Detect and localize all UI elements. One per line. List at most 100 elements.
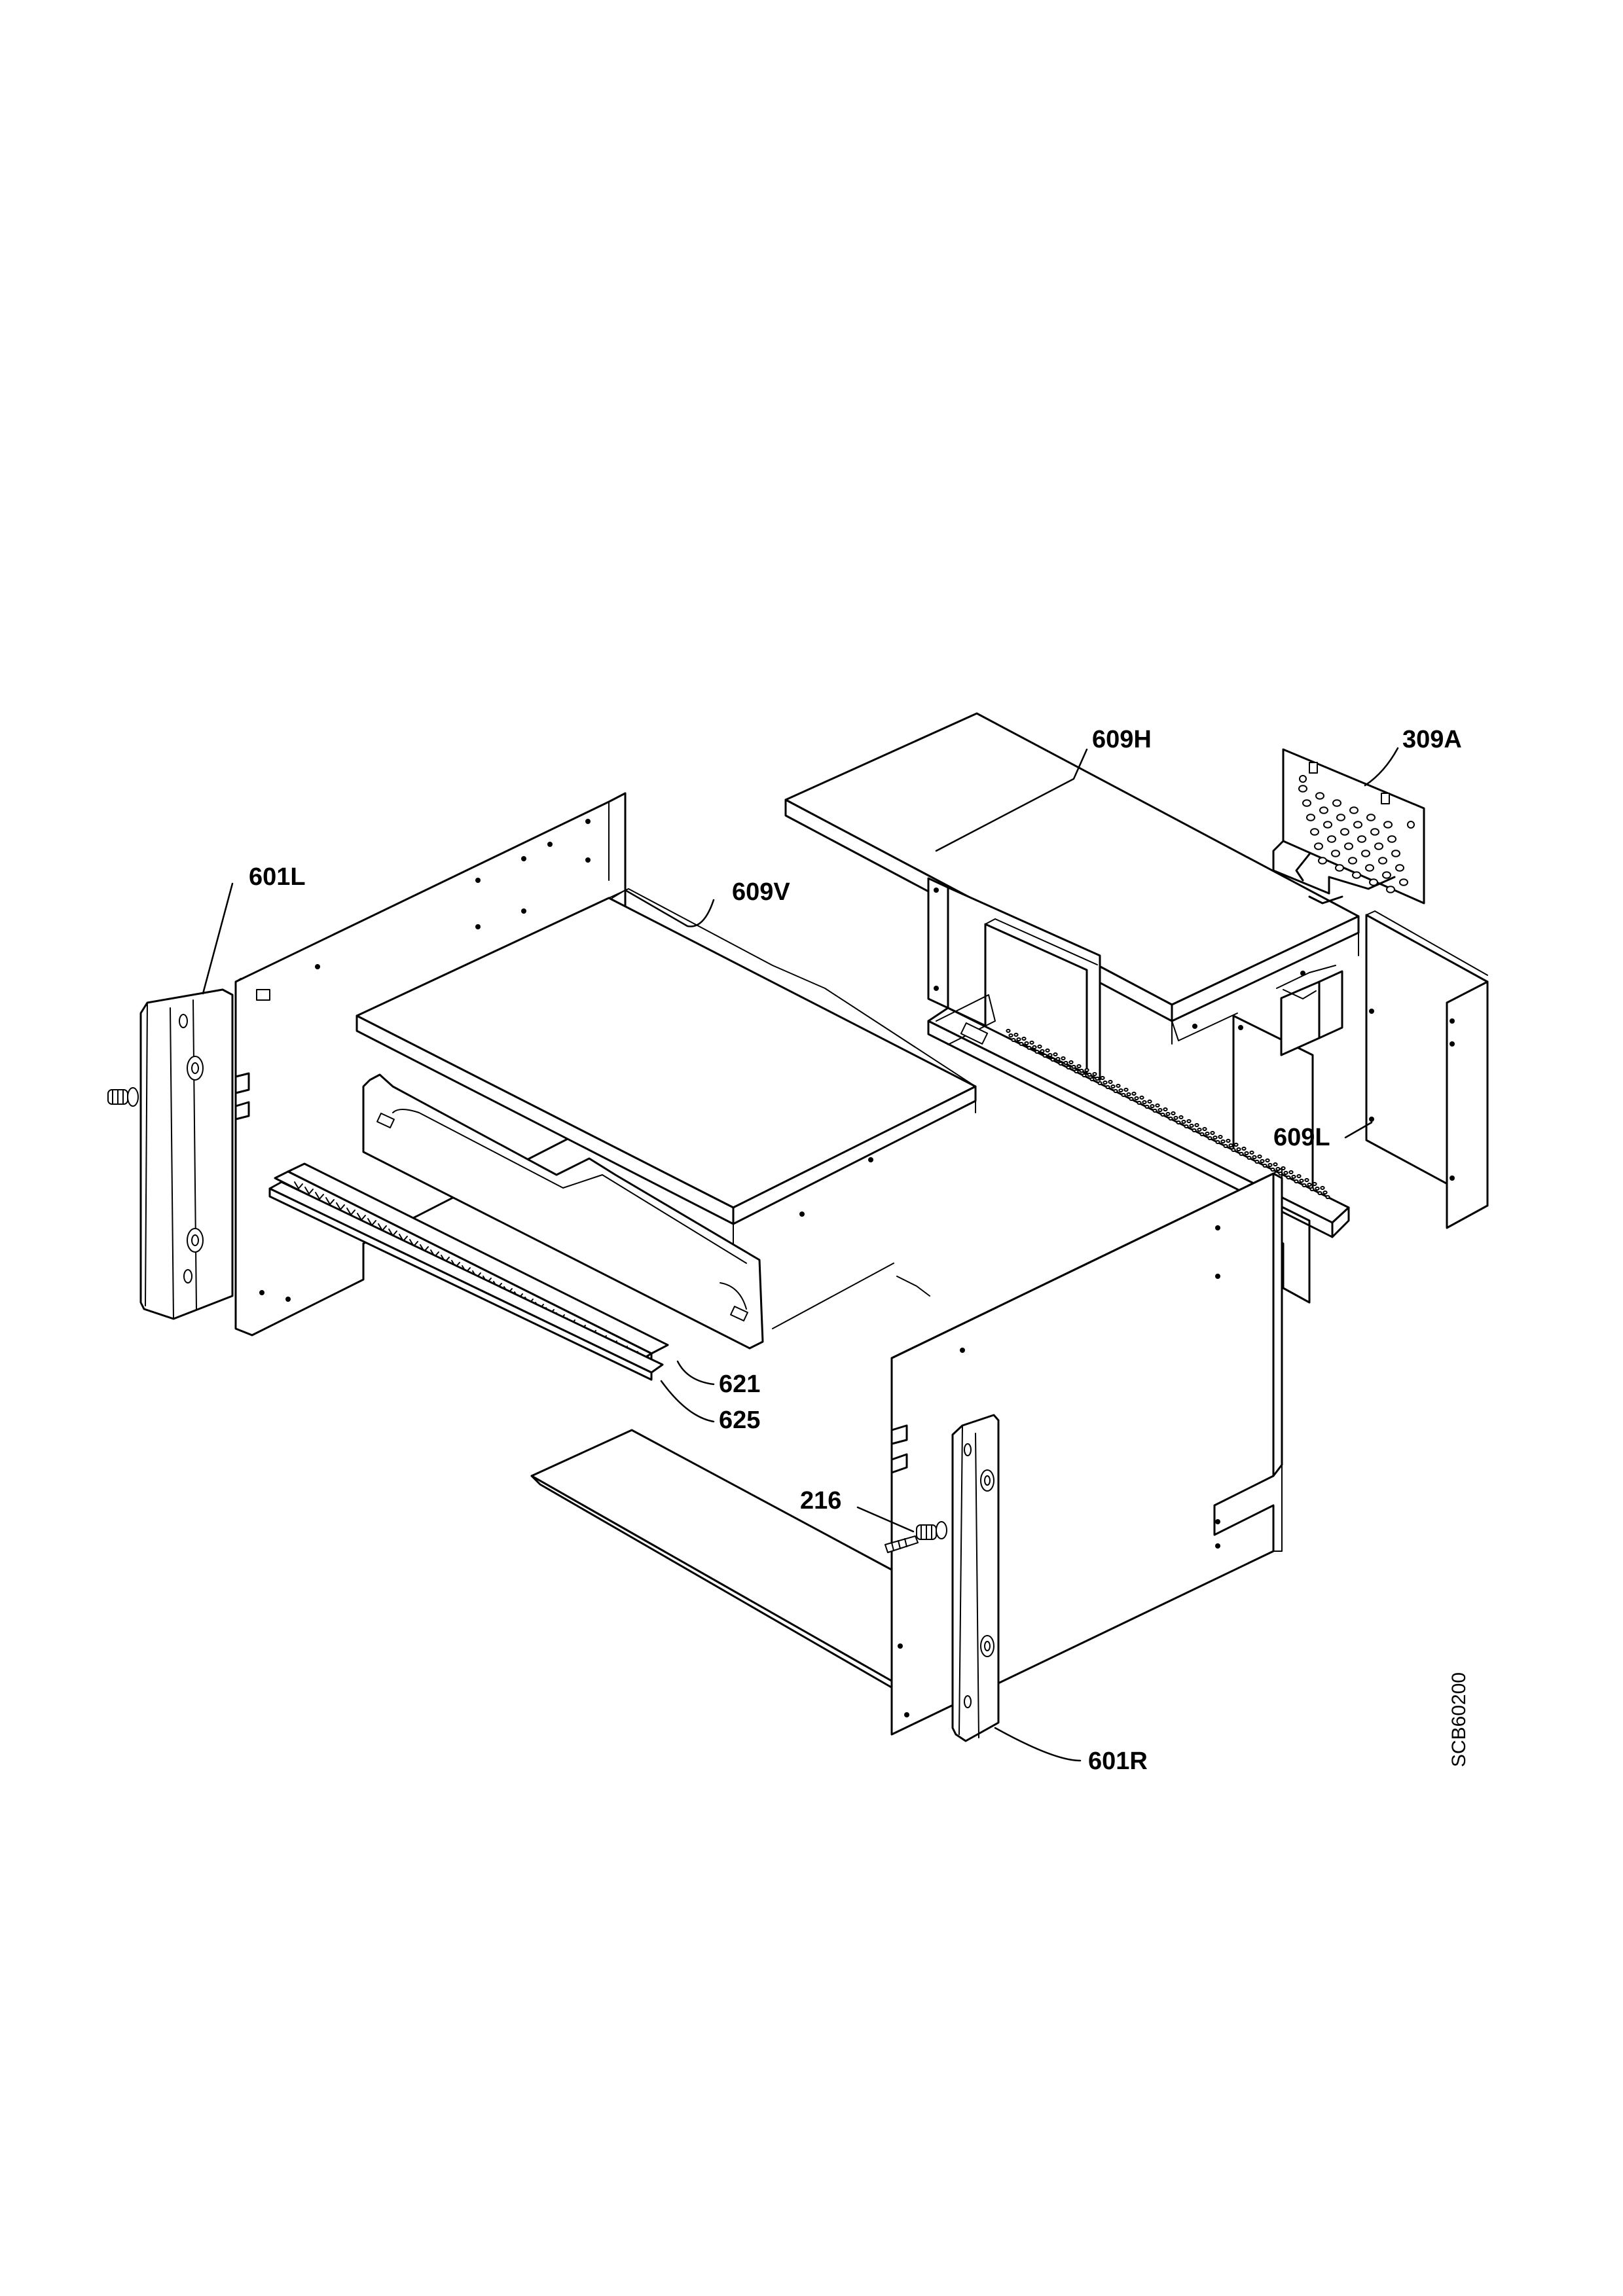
perforation-hole (1184, 1124, 1189, 1129)
perforation-hole (1100, 1075, 1105, 1081)
perforation-hole (1129, 1096, 1134, 1102)
perforation-hole (1314, 842, 1323, 850)
perforation-hole (1192, 1128, 1197, 1133)
perforation-hole (1048, 1052, 1053, 1058)
perforation-hole (1352, 871, 1361, 879)
perforation-hole (1089, 1077, 1095, 1082)
perforation-hole (1013, 1032, 1019, 1037)
leader-lines (202, 747, 1399, 1762)
perforation-hole (1291, 1174, 1296, 1179)
perforation-hole (1186, 1119, 1192, 1124)
perforation-hole (1137, 1100, 1142, 1105)
perforation-hole (1315, 792, 1324, 800)
perforation-hole (1322, 1190, 1328, 1195)
perforation-hole (1249, 1150, 1254, 1155)
label-216: 216 (800, 1487, 841, 1515)
rail-tooth (304, 1187, 314, 1194)
perforation-hole (1121, 1092, 1126, 1098)
part-609V-shelf (356, 888, 977, 1251)
perforation-hole (1348, 857, 1357, 865)
perforation-hole (1369, 878, 1378, 886)
perforation-hole (1331, 850, 1340, 857)
perforation-hole (1286, 1175, 1291, 1180)
perforation-hole (1318, 857, 1327, 865)
perforation-hole (1317, 1191, 1322, 1196)
perforation-hole (1147, 1099, 1152, 1104)
perforation-hole (1299, 1178, 1304, 1183)
perforation-hole (1233, 1142, 1239, 1147)
label-601R: 601R (1088, 1748, 1148, 1775)
perforation-hole (1335, 864, 1344, 872)
label-309A: 309A (1402, 726, 1462, 753)
perforation-hole (1327, 835, 1336, 843)
part-601R-bracket (951, 1414, 1000, 1742)
perforation-hole (1270, 1167, 1275, 1172)
perforation-hole (1228, 1143, 1233, 1148)
perforation-hole (1034, 1049, 1040, 1054)
perforation-hole (1171, 1111, 1176, 1116)
perforation-hole (1223, 1143, 1228, 1149)
perforation-hole (1387, 835, 1396, 843)
perforation-hole (1006, 1028, 1011, 1033)
perforation-hole (1399, 878, 1408, 886)
perforation-hole (1150, 1103, 1155, 1109)
perforation-hole (1050, 1057, 1055, 1062)
perforation-holes (1006, 1028, 1330, 1200)
perforation-hole (1294, 1179, 1299, 1184)
perforation-hole (1189, 1123, 1194, 1128)
perforation-hole (1298, 785, 1307, 793)
perforation-hole (1202, 1126, 1207, 1132)
part-216-screw (884, 1521, 947, 1553)
perforation-hole (1199, 1132, 1205, 1137)
perforation-hole (1032, 1045, 1037, 1050)
perforation-hole (1063, 1060, 1068, 1066)
part-309A-bracket (1272, 748, 1425, 905)
perforation-hole (1365, 864, 1374, 872)
perforation-hole (1134, 1096, 1139, 1101)
perforation-holes (1298, 785, 1408, 893)
perforation-hole (1155, 1103, 1160, 1108)
part-601L-bracket (107, 988, 234, 1320)
perforation-hole (1152, 1108, 1158, 1113)
part-625-rail (268, 1181, 664, 1381)
perforation-hole (1312, 1181, 1317, 1187)
perforation-hole (1213, 1135, 1218, 1140)
perforation-hole (1239, 1151, 1244, 1157)
perforation-hole (1332, 799, 1341, 807)
perforation-hole (1092, 1071, 1097, 1077)
perforation-hole (1254, 1159, 1260, 1164)
perforation-hole (1197, 1127, 1202, 1132)
perforation-hole (1126, 1092, 1131, 1097)
perforation-hole (1084, 1067, 1089, 1073)
perforation-hole (1173, 1115, 1178, 1121)
perforation-hole (1319, 806, 1328, 814)
perforation-hole (1262, 1163, 1267, 1168)
perforation-hole (1220, 1139, 1226, 1144)
perforation-hole (1257, 1154, 1262, 1159)
perforation-hole (1236, 1147, 1241, 1152)
perforation-hole (1383, 821, 1393, 829)
perforation-hole (1076, 1064, 1082, 1069)
perforation-hole (1116, 1083, 1121, 1088)
perforation-hole (1016, 1037, 1021, 1042)
perforation-hole (1118, 1088, 1123, 1093)
perforation-hole (1068, 1060, 1074, 1065)
perforation-hole (1095, 1076, 1100, 1081)
perforation-hole (1386, 886, 1395, 893)
rear-panel-assembly (927, 877, 1343, 1193)
perforation-hole (1247, 1155, 1252, 1160)
perforation-hole (1082, 1073, 1087, 1078)
perforation-hole (1205, 1131, 1210, 1136)
perforation-hole (1087, 1072, 1092, 1077)
perforation-hole (1105, 1085, 1110, 1090)
perforation-hole (1306, 814, 1315, 821)
perforation-hole (1344, 842, 1353, 850)
perforation-hole (1071, 1064, 1076, 1069)
perforation-hole (1374, 842, 1383, 850)
perforation-hole (1252, 1155, 1257, 1160)
label-609V: 609V (732, 878, 790, 906)
perforation-hole (1066, 1065, 1071, 1070)
perforation-hole (1058, 1061, 1063, 1066)
perforation-hole (1008, 1033, 1013, 1038)
